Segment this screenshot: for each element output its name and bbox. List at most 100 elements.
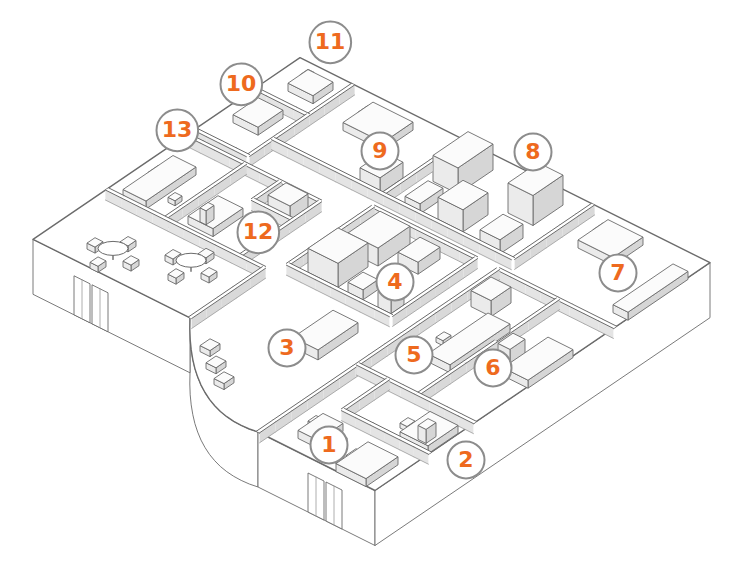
wall-edge	[245, 175, 260, 182]
wall-edge	[153, 214, 169, 222]
wall-edge	[221, 298, 236, 308]
wall-top	[321, 94, 339, 106]
wall-edge	[304, 270, 319, 277]
furniture-top	[348, 272, 378, 290]
wall-edge	[206, 298, 221, 308]
furniture-top	[433, 132, 493, 168]
wall-top	[356, 363, 374, 373]
wall-edge	[499, 250, 515, 258]
furniture-top	[503, 337, 573, 380]
wall-edge	[310, 115, 325, 125]
callout-circle: 1	[309, 425, 349, 465]
wall-top	[287, 146, 306, 156]
wall-edge	[528, 310, 544, 321]
wall-edge	[262, 170, 277, 177]
wall-top	[463, 234, 482, 244]
wall-edge	[370, 425, 385, 432]
wall-top	[233, 277, 251, 289]
callout-circle: 8	[513, 132, 553, 172]
wall-edge	[215, 175, 231, 186]
callout-number: 8	[525, 141, 540, 163]
wall-edge	[267, 96, 280, 103]
wall-top	[335, 170, 354, 180]
door	[74, 276, 90, 323]
wall-edge	[417, 172, 433, 183]
wall-edge	[393, 307, 407, 317]
wall-edge	[231, 253, 247, 261]
wall-edge	[295, 116, 310, 126]
wall-edge	[400, 397, 415, 404]
wall-edge	[462, 414, 477, 421]
wall-edge	[331, 287, 346, 294]
round-table	[98, 241, 128, 259]
wall-edge	[168, 231, 184, 239]
wall-edge	[479, 254, 495, 262]
wall-top	[479, 242, 498, 252]
wall-edge	[375, 390, 390, 400]
wall-edge	[584, 324, 599, 331]
wall-edge	[245, 165, 260, 172]
wall-edge	[375, 380, 390, 390]
wall-edge	[220, 143, 233, 150]
furniture-top	[438, 180, 488, 210]
wall-edge	[260, 422, 276, 433]
wall-edge	[463, 259, 477, 269]
wall-edge	[360, 363, 375, 370]
wall-edge	[215, 185, 231, 196]
wall-edge	[371, 186, 387, 194]
wall-edge	[385, 432, 400, 439]
wall-edge	[451, 363, 467, 374]
wall-top	[375, 307, 393, 317]
wall-edge	[140, 204, 156, 212]
wall-top	[446, 267, 463, 278]
wall-edge	[236, 278, 251, 288]
wall-edge	[339, 170, 355, 178]
wall-edge	[540, 292, 555, 299]
wall-top	[203, 297, 221, 309]
callout-number: 3	[279, 337, 294, 359]
wall-top	[430, 235, 448, 245]
wall-top	[575, 203, 594, 216]
wall-top	[215, 243, 234, 253]
wall-edge	[206, 308, 221, 318]
furniture	[168, 193, 182, 206]
wall-edge	[280, 126, 295, 136]
wall-edge	[367, 198, 383, 206]
door-split	[334, 486, 335, 525]
wall-edge	[319, 164, 335, 172]
wall-edge	[324, 378, 340, 389]
wall-edge	[359, 416, 374, 423]
wall-top	[286, 211, 305, 224]
wall-edge	[215, 150, 230, 157]
interior-wall	[246, 145, 264, 167]
wall-top	[432, 276, 449, 287]
wall-edge	[276, 411, 292, 422]
furniture	[214, 372, 234, 390]
wall-edge	[378, 307, 393, 314]
wall-top	[448, 362, 467, 374]
wall-edge	[233, 156, 248, 163]
furniture-top	[123, 156, 196, 202]
wall-edge	[221, 288, 236, 298]
wall-edge	[495, 252, 511, 260]
wall-edge	[547, 227, 563, 238]
wall-edge	[360, 302, 375, 309]
wall-edge	[192, 318, 207, 328]
wall-edge	[316, 290, 331, 297]
wall-top	[385, 430, 403, 439]
callout-circle: 3	[267, 328, 307, 368]
wall-edge	[291, 146, 307, 154]
wall-edge	[460, 252, 475, 259]
wall-edge	[153, 224, 169, 232]
wall-edge	[259, 173, 274, 180]
wall-edge	[345, 409, 360, 416]
wall-edge	[236, 288, 251, 298]
furniture-top	[123, 256, 139, 265]
wall-edge	[435, 218, 451, 226]
wall-edge	[431, 220, 447, 228]
wall-edge	[375, 205, 390, 212]
wall-top	[319, 162, 338, 172]
wall-edge	[303, 166, 319, 174]
wall-edge	[168, 221, 184, 229]
wall-edge	[417, 445, 432, 452]
